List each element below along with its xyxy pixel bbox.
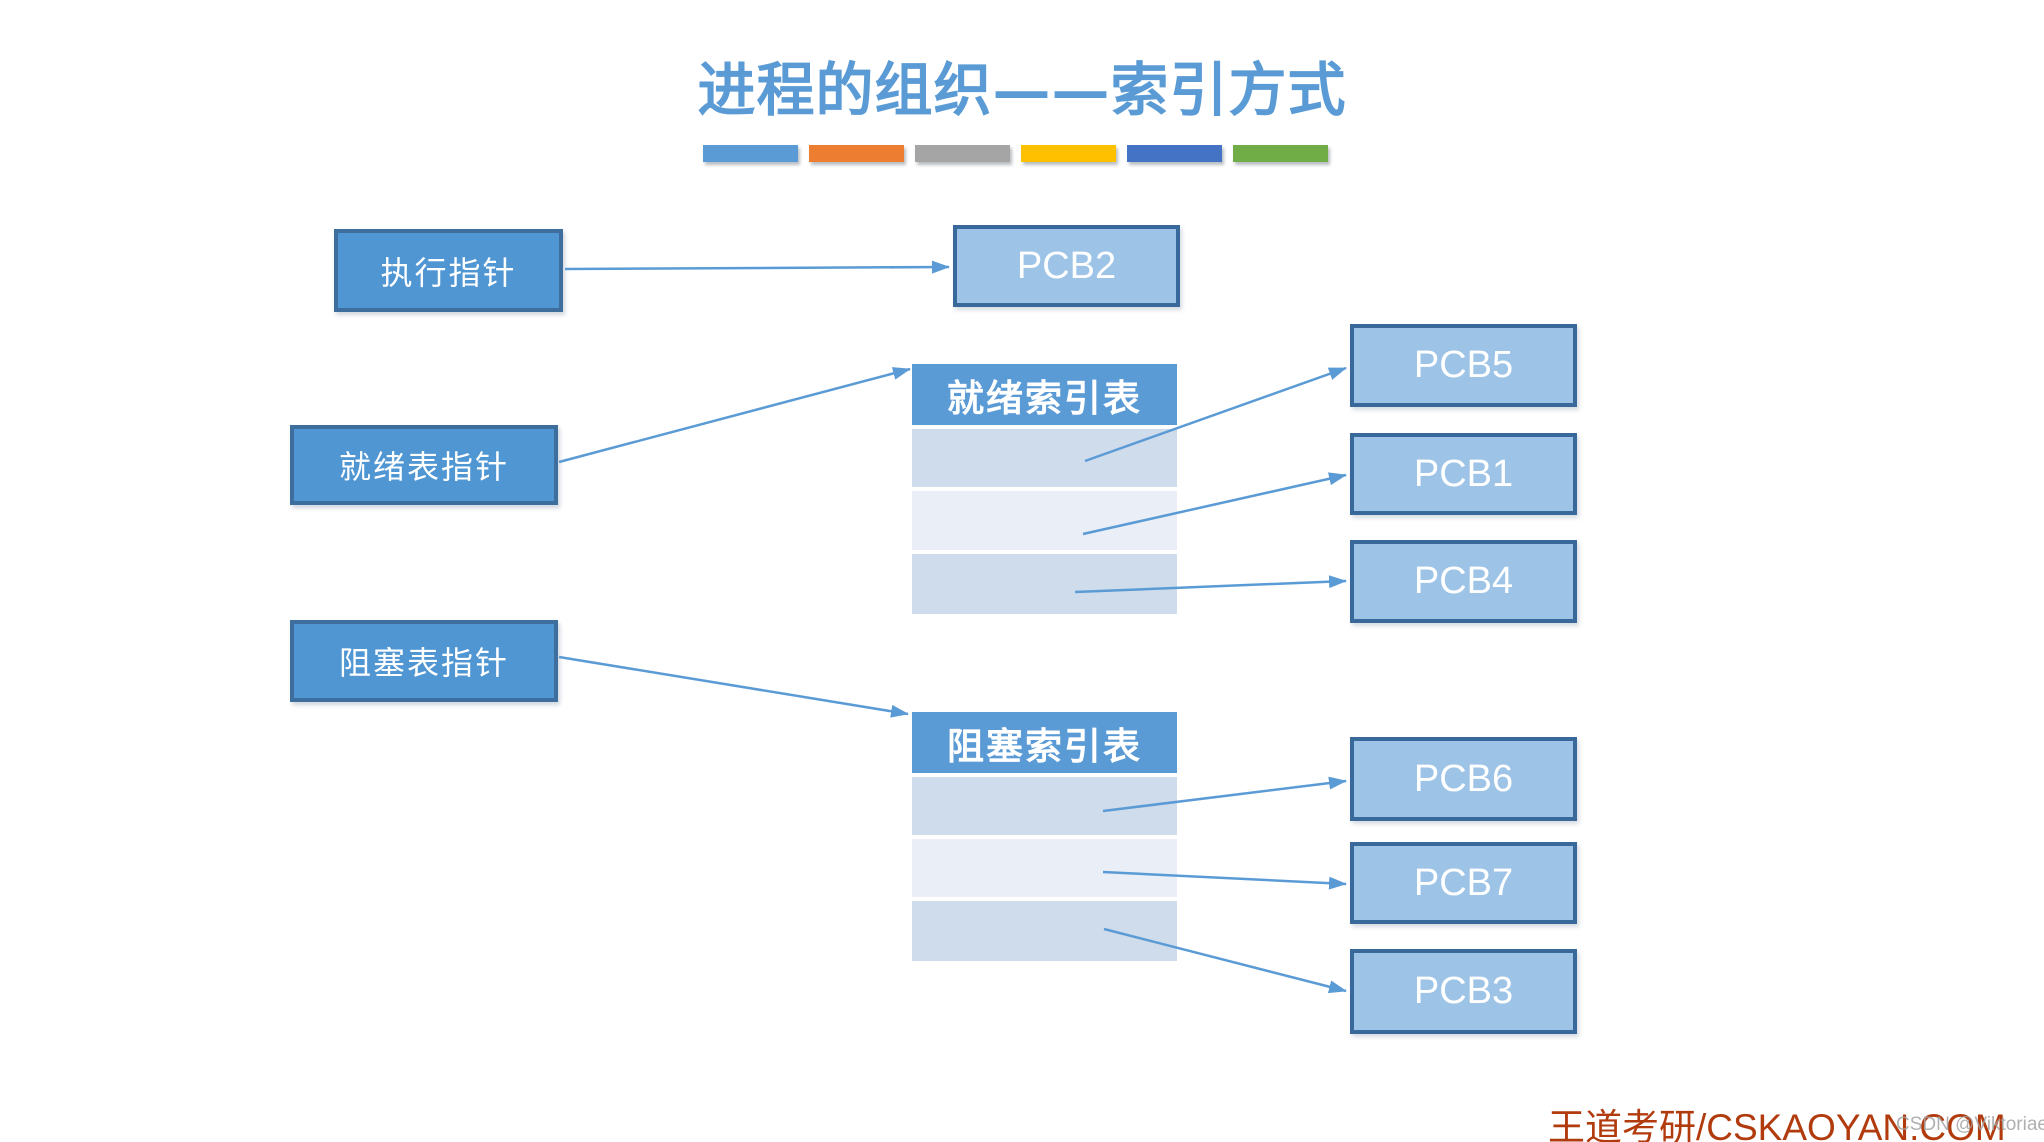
slide-title: 进程的组织——索引方式 (697, 56, 1347, 124)
ready-index-table-row-3 (912, 554, 1177, 614)
blocked-index-table-title: 阻塞索引表 (947, 723, 1142, 768)
blocked-index-table-row-1 (912, 777, 1177, 835)
divider-bar-blue (703, 145, 798, 162)
pcb7-label: PCB7 (1413, 861, 1514, 904)
blocked-pointer-box: 阻塞表指针 (290, 620, 558, 702)
pcb1-label: PCB1 (1413, 452, 1514, 495)
blocked-pointer-label: 阻塞表指针 (338, 644, 509, 682)
pcb5-label: PCB5 (1413, 344, 1514, 386)
arrow-ready-ptr-to-table (558, 367, 911, 464)
divider-bar-orange (809, 145, 904, 162)
pcb5-box: PCB5 (1350, 324, 1577, 407)
exec-pointer-label: 执行指针 (380, 253, 517, 292)
brand-text: 王道考研/CSKAOYAN.COM (1548, 1107, 2006, 1142)
ready-index-table-header: 就绪索引表 (912, 364, 1177, 425)
pcb4-box: PCB4 (1350, 540, 1577, 623)
pcb2-label: PCB2 (1016, 244, 1117, 287)
ready-pointer-box: 就绪表指针 (290, 425, 558, 505)
csdn-watermark: CSDN @Viktoriae (1896, 1114, 2044, 1135)
ready-index-table-row-1 (912, 429, 1177, 487)
pcb4-label: PCB4 (1413, 560, 1514, 602)
pcb3-label: PCB3 (1413, 970, 1514, 1012)
pcb3-box: PCB3 (1350, 949, 1577, 1034)
blocked-index-table-header: 阻塞索引表 (912, 712, 1177, 773)
pcb6-box: PCB6 (1350, 737, 1577, 821)
divider-bar-darkblue (1127, 145, 1222, 162)
divider-bar-yellow (1021, 145, 1116, 162)
pcb6-label: PCB6 (1413, 757, 1514, 800)
arrow-blocked-ptr-to-table (558, 655, 909, 718)
pcb1-box: PCB1 (1350, 433, 1577, 515)
divider-bar-green (1233, 145, 1328, 162)
pcb7-box: PCB7 (1350, 842, 1577, 924)
exec-pointer-box: 执行指针 (334, 229, 563, 312)
pcb2-box: PCB2 (953, 225, 1180, 307)
blocked-index-table-row-3 (912, 901, 1177, 961)
divider-bar-gray (915, 145, 1010, 162)
ready-pointer-label: 就绪表指针 (338, 448, 509, 486)
ready-index-table-row-2 (912, 491, 1177, 550)
arrow-exec-to-pcb2 (564, 260, 950, 274)
blocked-index-table-row-2 (912, 839, 1177, 897)
ready-index-table-title: 就绪索引表 (947, 375, 1142, 420)
